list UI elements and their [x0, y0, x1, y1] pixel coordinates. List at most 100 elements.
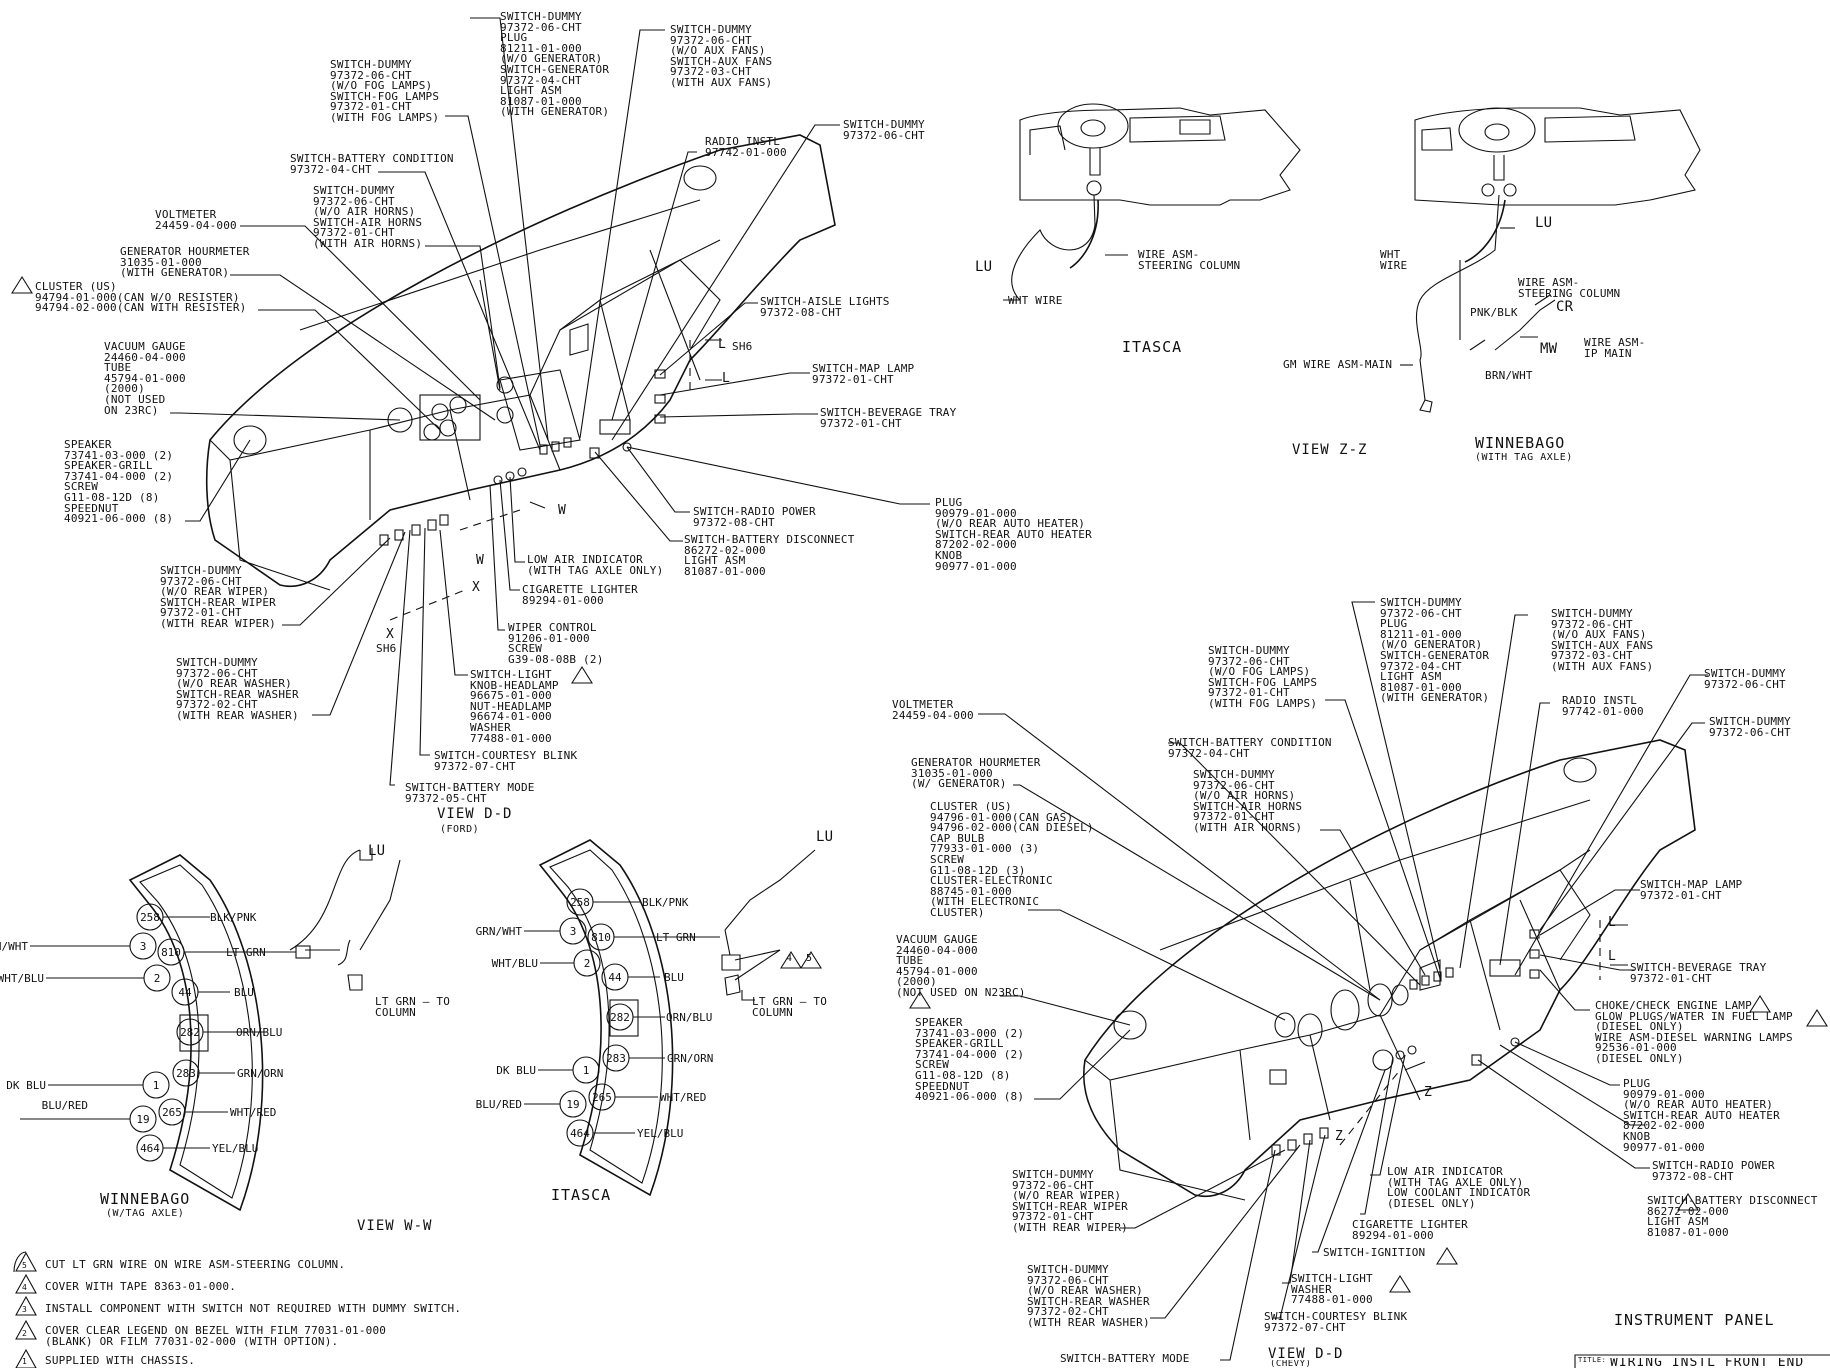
- ww-itasca-wire-yel-blu: YEL/BLU: [637, 1127, 683, 1140]
- svg-text:283: 283: [606, 1052, 626, 1065]
- ford-view-subtitle: (FORD): [440, 824, 480, 835]
- ford-marker-x2: X: [386, 627, 395, 642]
- ford-label-battery-mode: SWITCH-BATTERY MODE 97372-05-CHT: [405, 781, 535, 805]
- itasca-label-wht-wire: WHT WIRE: [1008, 294, 1063, 307]
- svg-text:282: 282: [180, 1026, 200, 1039]
- ford-marker-w: W: [558, 503, 567, 518]
- zz-label-brn-wht: BRN/WHT: [1485, 369, 1533, 382]
- ww-itasca-wire-wht-red: WHT/RED: [660, 1091, 706, 1104]
- chevy-label-switch-aux-fans: SWITCH-DUMMY 97372-06-CHT (W/O AUX FANS)…: [1551, 607, 1654, 673]
- zz-view-title: VIEW Z-Z: [1292, 442, 1368, 458]
- ford-marker-w2: W: [476, 553, 485, 568]
- winnebago-steering-drawing: [1400, 107, 1701, 413]
- ww-itasca-pin-258: 258: [566, 888, 594, 916]
- svg-text:464: 464: [140, 1142, 160, 1155]
- chevy-label-speaker: SPEAKER 73741-03-000 (2) SPEAKER-GRILL 7…: [915, 1016, 1025, 1104]
- svg-text:258: 258: [140, 911, 160, 924]
- ww-itasca-wire-grn-wht: GRN/WHT: [476, 925, 523, 938]
- ww-itasca-pin-3: 3: [559, 917, 587, 945]
- note-num-1: 1: [22, 1357, 28, 1366]
- chevy-label-beverage-tray: SWITCH-BEVERAGE TRAY 97372-01-CHT: [1630, 961, 1767, 985]
- chevy-label-cigarette-lighter: CIGARETTE LIGHTER 89294-01-000: [1352, 1218, 1468, 1242]
- ford-label-speaker: SPEAKER 73741-03-000 (2) SPEAKER-GRILL 7…: [64, 438, 174, 526]
- zz-winnebago-subtitle: (WITH TAG AXLE): [1475, 452, 1573, 463]
- ford-label-rear-wiper: SWITCH-DUMMY 97372-06-CHT (W/O REAR WIPE…: [160, 564, 276, 630]
- svg-text:44: 44: [608, 971, 622, 984]
- ford-leaders: [170, 17, 930, 786]
- svg-text:283: 283: [176, 1067, 196, 1080]
- ford-label-courtesy-blink: SWITCH-COURTESY BLINK 97372-07-CHT: [434, 749, 578, 773]
- ww-itasca-wire-blk-pnk: BLK/PNK: [642, 896, 689, 909]
- title-block-frame: [1574, 1354, 1830, 1368]
- ford-label-switch-aux-fans: SWITCH-DUMMY 97372-06-CHT (W/O AUX FANS)…: [670, 23, 773, 89]
- svg-text:810: 810: [591, 931, 611, 944]
- chevy-label-switch-air-horns: SWITCH-DUMMY 97372-06-CHT (W/O AIR HORNS…: [1193, 768, 1303, 834]
- ford-label-voltmeter: VOLTMETER 24459-04-000: [155, 208, 237, 232]
- ww-itasca-pin-810: 810: [587, 923, 615, 951]
- chevy-label-courtesy-blink: SWITCH-COURTESY BLINK 97372-07-CHT: [1264, 1310, 1408, 1334]
- ford-label-switch-dummy: SWITCH-DUMMY 97372-06-CHT: [843, 118, 925, 142]
- ww-winnebago-wire-orn-blu: ORN/BLU: [236, 1026, 282, 1039]
- ford-label-plug: PLUG 90979-01-000 (W/O REAR AUTO HEATER)…: [935, 496, 1092, 573]
- chevy-marker-l: L: [1608, 915, 1617, 930]
- ww-itasca-wire-dk-blu: DK BLU: [496, 1064, 536, 1077]
- svg-text:282: 282: [610, 1011, 630, 1024]
- ww-winnebago-pin-1: 1: [142, 1071, 170, 1099]
- ww-itasca-pin-283: 283: [602, 1044, 630, 1072]
- ww-winnebago-subtitle: (W/TAG AXLE): [106, 1208, 185, 1219]
- ww-winnebago-wire-blk-pnk: BLK/PNK: [210, 911, 257, 924]
- ww-itasca-pin-2: 2: [573, 949, 601, 977]
- note-text-3: INSTALL COMPONENT WITH SWITCH NOT REQUIR…: [45, 1302, 462, 1315]
- ww-winnebago-wire-yel-blu: YEL/BLU: [212, 1142, 258, 1155]
- svg-text:19: 19: [566, 1098, 579, 1111]
- itasca-steering-drawing: [1003, 103, 1301, 301]
- ww-winnebago-pin-283: 283: [172, 1059, 200, 1087]
- ww-itasca-wire-blu: BLU: [664, 971, 684, 984]
- ww-itasca-note-ref-5: 5: [806, 953, 813, 964]
- ww-itasca-pins: 258 3 810 2 44 282 283 1 265 19 464 BLK/…: [476, 888, 720, 1147]
- note-num-3: 3: [22, 1305, 28, 1314]
- chevy-label-generator-hourmeter: GENERATOR HOURMETER 31035-01-000 (W/ GEN…: [911, 756, 1041, 791]
- ww-winnebago-connector: [128, 848, 401, 1212]
- ww-winnebago-pin-265: 265: [158, 1098, 186, 1126]
- ww-itasca-wire-grn-orn: GRN/ORN: [667, 1052, 713, 1065]
- ww-winnebago-pin-464: 464: [136, 1134, 164, 1162]
- svg-text:265: 265: [592, 1091, 612, 1104]
- ww-itasca-title: ITASCA: [551, 1186, 612, 1204]
- ford-label-wiper-control: WIPER CONTROL 91206-01-000 SCREW G39-08-…: [508, 621, 604, 666]
- zz-label-wht-wire: WHT WIRE: [1380, 248, 1408, 272]
- ww-winnebago-pin-282: 282: [176, 1018, 204, 1046]
- note-num-2: 2: [22, 1329, 28, 1338]
- ford-label-rear-washer: SWITCH-DUMMY 97372-06-CHT (W/O REAR WASH…: [176, 656, 299, 722]
- svg-text:810: 810: [161, 946, 181, 959]
- svg-text:2: 2: [584, 957, 591, 970]
- ford-label-cigarette-lighter: CIGARETTE LIGHTER 89294-01-000: [522, 583, 638, 607]
- title-block-label: TITLE:: [1578, 1356, 1607, 1364]
- ford-label-low-air-indicator: LOW AIR INDICATOR (WITH TAG AXLE ONLY): [527, 553, 664, 577]
- title-block-value: WIRING INSTL FRONT END: [1610, 1358, 1805, 1368]
- zz-label-pnk-blk: PNK/BLK: [1470, 306, 1518, 319]
- chevy-marker-z: Z: [1424, 1085, 1433, 1100]
- svg-text:3: 3: [570, 925, 577, 938]
- note-triangles: [11, 275, 1828, 1368]
- ford-marker-x: X: [472, 580, 481, 595]
- zz-label-wire-asm-ip-main: WIRE ASM- IP MAIN: [1584, 336, 1646, 360]
- itasca-title: ITASCA: [1122, 338, 1183, 356]
- ww-itasca-note-ref-4: 4: [786, 953, 793, 964]
- chevy-marker-z2: Z: [1335, 1129, 1344, 1144]
- note-text-5: CUT LT GRN WIRE ON WIRE ASM-STEERING COL…: [45, 1258, 346, 1271]
- ww-itasca-to-column: LT GRN — TO COLUMN: [752, 995, 828, 1019]
- svg-text:19: 19: [136, 1113, 149, 1126]
- chevy-label-plug: PLUG 90979-01-000 (W/O REAR AUTO HEATER)…: [1623, 1077, 1780, 1154]
- chevy-leaders: [978, 601, 1708, 1361]
- ford-label-generator-hourmeter: GENERATOR HOURMETER 31035-01-000 (WITH G…: [120, 245, 250, 280]
- ww-itasca-wire-lt-grn: LT GRN: [656, 931, 696, 944]
- ford-label-battery-disconnect: SWITCH-BATTERY DISCONNECT 86272-02-000 L…: [684, 533, 855, 578]
- chevy-view-subtitle: (CHEVY): [1270, 1360, 1312, 1368]
- zz-label-mw: MW: [1540, 341, 1558, 357]
- ford-marker-l: L: [718, 337, 727, 352]
- note-num-5: 5: [22, 1261, 28, 1270]
- zz-winnebago-title: WINNEBAGO: [1475, 434, 1566, 452]
- ford-label-radio-power: SWITCH-RADIO POWER 97372-08-CHT: [693, 505, 816, 529]
